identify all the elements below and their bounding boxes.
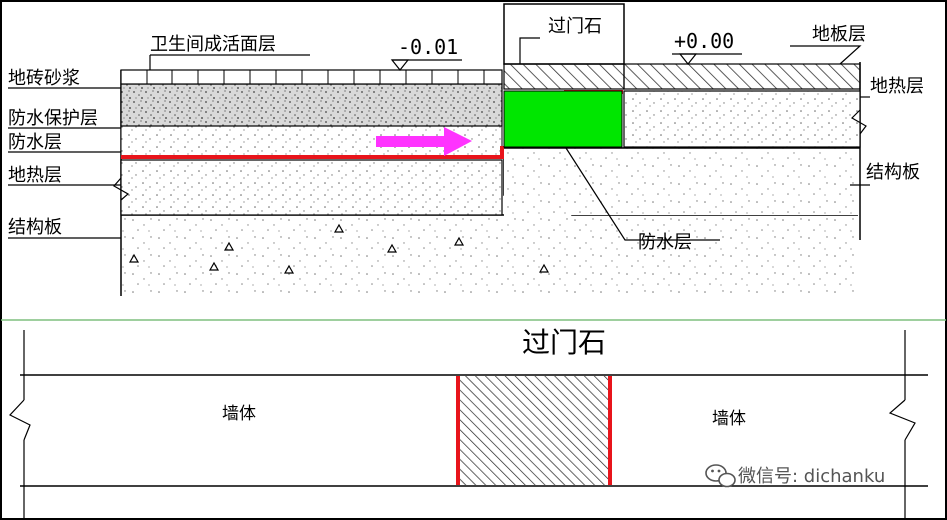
watermark-text: 微信号: dichanku bbox=[738, 466, 885, 487]
label-waterproof-protect: 防水保护层 bbox=[8, 108, 98, 129]
wall-right-label: 墙体 bbox=[712, 409, 746, 429]
plan-title: 过门石 bbox=[522, 326, 606, 359]
threshold-stone-plan bbox=[458, 376, 610, 485]
section-view: 卫生间成活面层 -0.01 过门石 +0.00 地板层 地砖砂浆 地热层 防水保… bbox=[8, 3, 924, 296]
structural-slab bbox=[121, 148, 860, 296]
label-waterproof-callout: 防水层 bbox=[638, 232, 692, 253]
label-elev-floor: +0.00 bbox=[674, 29, 734, 53]
leader-lines bbox=[8, 37, 870, 241]
floor-heating-layer-right bbox=[623, 90, 861, 148]
floor-board-layer bbox=[623, 63, 861, 90]
elevation-marker-floor bbox=[672, 53, 742, 65]
label-elev-bath: -0.01 bbox=[398, 35, 458, 59]
label-floor-heating-right: 地热层 bbox=[870, 76, 924, 97]
label-threshold-stone: 过门石 bbox=[548, 16, 602, 37]
break-mark-right bbox=[888, 399, 916, 441]
label-floor-layer: 地板层 bbox=[812, 24, 866, 45]
label-tile-mortar: 地砖砂浆 bbox=[8, 68, 80, 89]
threshold-base-green bbox=[503, 90, 623, 148]
break-mark-left bbox=[9, 399, 31, 441]
wechat-icon bbox=[705, 464, 736, 488]
label-structural-right: 结构板 bbox=[866, 162, 920, 183]
label-tile-surface: 卫生间成活面层 bbox=[150, 34, 276, 55]
elevation-marker-bath bbox=[390, 59, 462, 71]
label-waterproof-left: 防水层 bbox=[8, 132, 62, 153]
plan-view: 过门石 墙体 墙体 bbox=[9, 326, 928, 518]
flow-arrow bbox=[376, 127, 472, 156]
tile-surface bbox=[120, 69, 503, 85]
watermark: 微信号: dichanku bbox=[705, 464, 885, 488]
wall-left-label: 墙体 bbox=[222, 404, 256, 424]
label-floor-heating-left: 地热层 bbox=[8, 165, 62, 186]
floor-heating-layer-left bbox=[120, 159, 503, 216]
tile-mortar-layer bbox=[120, 83, 503, 127]
threshold-stone bbox=[503, 63, 625, 90]
label-structural-left: 结构板 bbox=[8, 217, 62, 238]
